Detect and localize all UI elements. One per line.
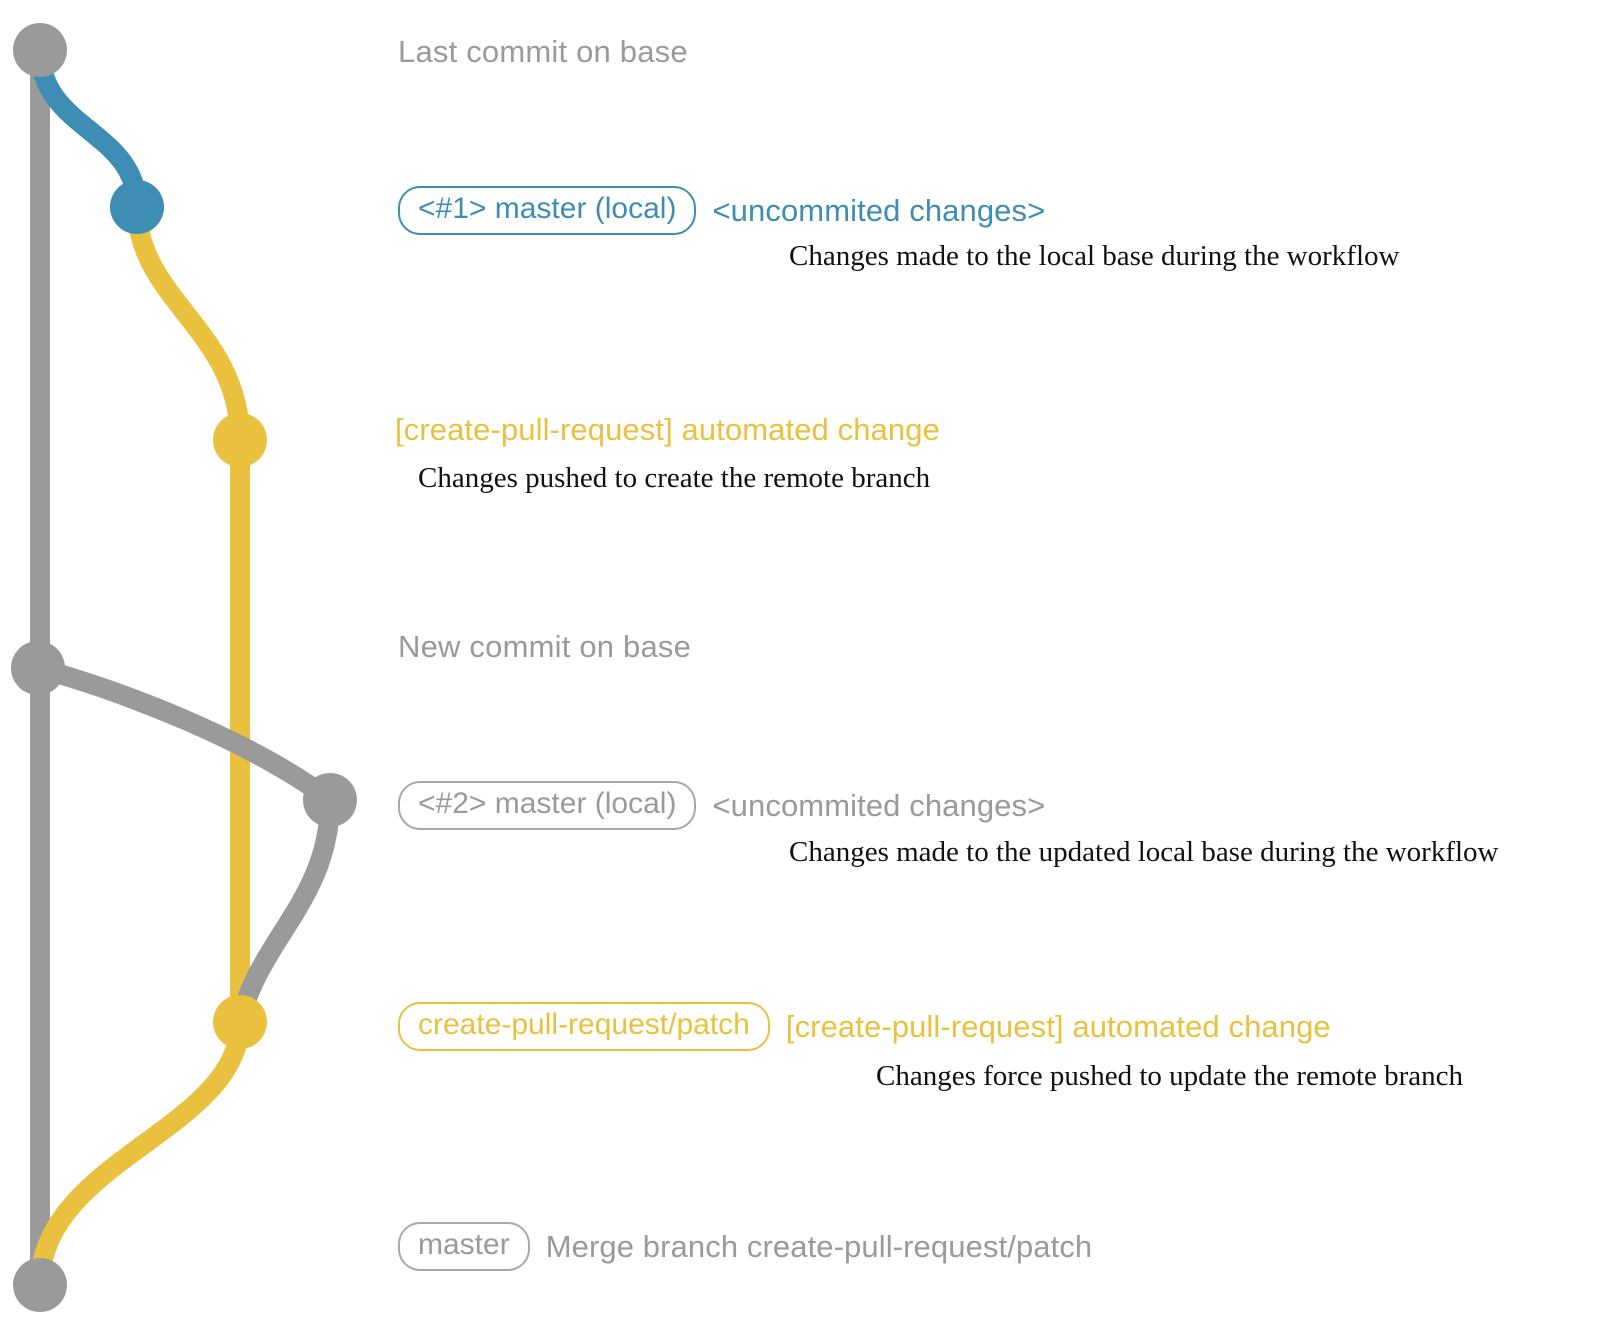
commit-graph-lanes	[11, 23, 357, 1312]
description-automated-change-1: Changes pushed to create the remote bran…	[418, 462, 931, 494]
commit-message-master-local-1: <uncommited changes>	[712, 192, 1046, 228]
patch-merge-edge	[30, 1012, 250, 1295]
commit-message-automated-change-2: [create-pull-request] automated change	[785, 1008, 1331, 1044]
row-automated-change-1: [create-pull-request] automated change	[395, 412, 940, 448]
row-last-commit-on-base: Last commit on base	[398, 34, 688, 70]
commit-nodes	[11, 23, 357, 1312]
commit-node-merge-commit	[13, 1258, 67, 1312]
commit-node-automated-change-1	[213, 413, 267, 467]
row-master-local-1: <#1> master (local) <uncommited changes>	[398, 186, 1045, 235]
patch-branch-edge-1	[127, 197, 250, 450]
commit-message-master-local-2: <uncommited changes>	[712, 787, 1046, 823]
commit-message-automated-change-1: [create-pull-request] automated change	[395, 412, 940, 447]
branch-badge-master-local-1[interactable]: <#1> master (local)	[398, 186, 697, 235]
commit-node-automated-change-2	[213, 995, 267, 1049]
row-automated-change-2: create-pull-request/patch [create-pull-r…	[398, 1002, 1331, 1051]
commit-node-new-commit-on-base	[11, 641, 65, 695]
branch-badge-master[interactable]: master	[398, 1222, 530, 1271]
local-branch-edge	[30, 40, 147, 217]
commit-node-master-local-2	[303, 773, 357, 827]
commit-message-new-commit-on-base: New commit on base	[398, 629, 692, 664]
description-master-local-1: Changes made to the local base during th…	[789, 240, 1400, 272]
commit-node-master-local-1	[110, 180, 164, 234]
row-merge-commit: master Merge branch create-pull-request/…	[398, 1222, 1092, 1271]
description-automated-change-2: Changes force pushed to update the remot…	[876, 1060, 1464, 1092]
local-base2-to-patch-edge	[230, 790, 340, 1032]
commit-message-last-commit-on-base: Last commit on base	[398, 34, 688, 69]
row-new-commit-on-base: New commit on base	[398, 629, 691, 665]
commit-node-last-commit-on-base	[13, 23, 67, 77]
local-base2-edge	[28, 658, 340, 810]
branch-badge-create-pull-request-patch[interactable]: create-pull-request/patch	[398, 1002, 770, 1051]
description-master-local-2: Changes made to the updated local base d…	[789, 836, 1499, 868]
branch-badge-master-local-2[interactable]: <#2> master (local)	[398, 781, 697, 830]
row-master-local-2: <#2> master (local) <uncommited changes>	[398, 781, 1045, 830]
commit-message-merge-commit: Merge branch create-pull-request/patch	[545, 1228, 1093, 1264]
